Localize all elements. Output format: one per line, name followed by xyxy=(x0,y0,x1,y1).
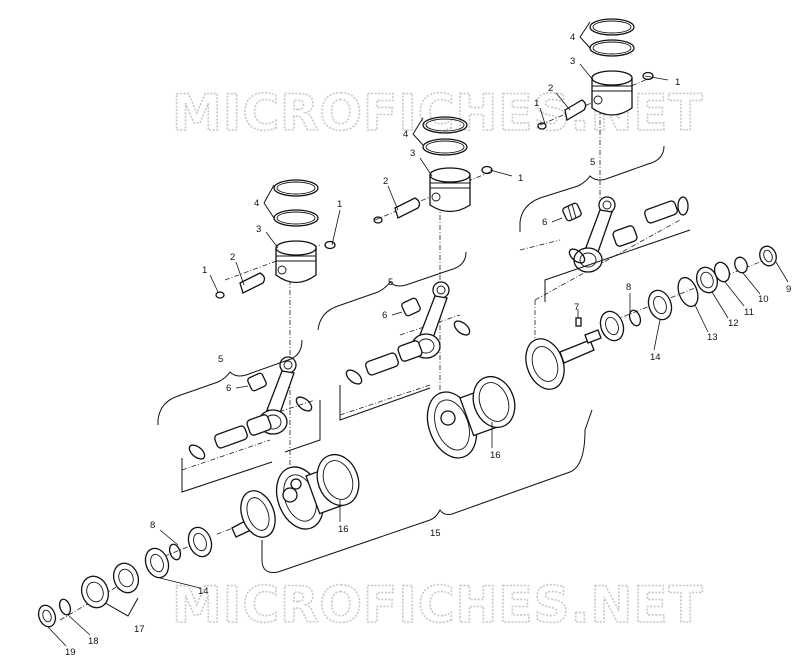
connecting-rod-right xyxy=(573,196,616,273)
crank-web-left-2 xyxy=(305,453,360,515)
piston-ring-set-left xyxy=(273,179,319,227)
seal-left-a xyxy=(112,562,140,594)
callout-5: 5 xyxy=(218,354,223,365)
callout-10: 10 xyxy=(758,294,769,305)
callout-4: 4 xyxy=(570,32,575,43)
callout-labels: 1 1 1 1 1 2 2 2 3 3 3 4 4 4 5 5 5 6 6 6 … xyxy=(65,32,791,658)
bracket-4-rings xyxy=(263,21,591,219)
needle-bearing-middle-small xyxy=(401,297,421,317)
bushing-left xyxy=(37,604,57,628)
callout-2: 2 xyxy=(383,176,388,187)
leader-lines xyxy=(47,63,789,647)
callout-1: 1 xyxy=(518,173,523,184)
needle-bearing-right-small xyxy=(562,202,582,222)
circlip-right-a xyxy=(537,122,547,130)
callout-7: 7 xyxy=(574,302,579,313)
o-ring-right xyxy=(677,276,699,308)
main-bearing-right xyxy=(599,289,673,342)
snap-ring-right xyxy=(628,309,642,327)
circlip-left-a xyxy=(215,291,225,299)
crank-web-right xyxy=(525,329,602,390)
callout-1: 1 xyxy=(337,199,342,210)
callout-14: 14 xyxy=(198,586,209,597)
callout-2: 2 xyxy=(230,252,235,263)
callout-12: 12 xyxy=(728,318,739,329)
callout-4: 4 xyxy=(254,198,259,209)
circlip-right-b xyxy=(642,71,654,81)
callout-1: 1 xyxy=(202,265,207,276)
callout-6: 6 xyxy=(542,217,547,228)
spacer-right xyxy=(734,256,748,274)
callout-16: 16 xyxy=(338,524,349,535)
bracket-17-seals xyxy=(99,597,139,617)
callout-19: 19 xyxy=(65,647,76,658)
callout-6: 6 xyxy=(226,383,231,394)
callout-1: 1 xyxy=(675,77,680,88)
watermark-bottom: MICROFICHES.NET xyxy=(172,576,704,634)
main-bearing-left xyxy=(144,526,213,579)
callout-8: 8 xyxy=(150,520,155,531)
crank-pin-bearing-left xyxy=(188,396,313,460)
crank-pin-bearing-middle xyxy=(345,320,471,385)
bracket-15-crankshaft xyxy=(261,409,593,573)
callout-3: 3 xyxy=(256,224,261,235)
callout-4: 4 xyxy=(403,129,408,140)
callout-6: 6 xyxy=(382,310,387,321)
piston-pin-middle xyxy=(394,197,421,219)
callout-5: 5 xyxy=(590,157,595,168)
piston-ring-set-middle xyxy=(422,116,468,156)
circlip-middle-b xyxy=(481,165,493,175)
piston-middle xyxy=(429,167,471,213)
callout-13: 13 xyxy=(707,332,718,343)
callout-5: 5 xyxy=(388,277,393,288)
callout-3: 3 xyxy=(570,56,575,67)
crankshaft-woodruff-key xyxy=(575,309,582,327)
needle-bearing-left-small xyxy=(247,372,267,392)
circlip-middle-a xyxy=(373,216,383,224)
piston-left xyxy=(275,240,317,284)
seal-left-b xyxy=(80,575,110,609)
piston-pin-right xyxy=(564,99,587,122)
piston-right xyxy=(591,70,633,116)
callout-18: 18 xyxy=(88,636,99,647)
callout-17: 17 xyxy=(134,624,145,635)
bracket-5-middle xyxy=(317,251,467,421)
o-ring-left xyxy=(58,598,72,616)
callout-9: 9 xyxy=(786,284,791,295)
piston-pin-left xyxy=(239,272,266,294)
crankshaft-left-end xyxy=(231,490,276,538)
circlip-left-b xyxy=(324,240,336,250)
callout-2: 2 xyxy=(548,83,553,94)
callout-11: 11 xyxy=(744,307,754,318)
crank-web-middle xyxy=(426,375,516,459)
piston-ring-set-right xyxy=(589,18,635,57)
callout-3: 3 xyxy=(410,148,415,159)
bracket-5-left xyxy=(157,339,321,493)
retainer-right xyxy=(713,261,731,283)
bracket-5-right xyxy=(519,145,691,302)
callout-16: 16 xyxy=(490,450,501,461)
callout-15: 15 xyxy=(430,528,441,539)
callout-8: 8 xyxy=(626,282,631,293)
callout-1: 1 xyxy=(534,98,539,109)
snap-ring-left xyxy=(168,543,182,561)
callout-14: 14 xyxy=(650,352,661,363)
crank-pin-bearing-right xyxy=(568,196,689,264)
bushing-right xyxy=(759,245,777,267)
